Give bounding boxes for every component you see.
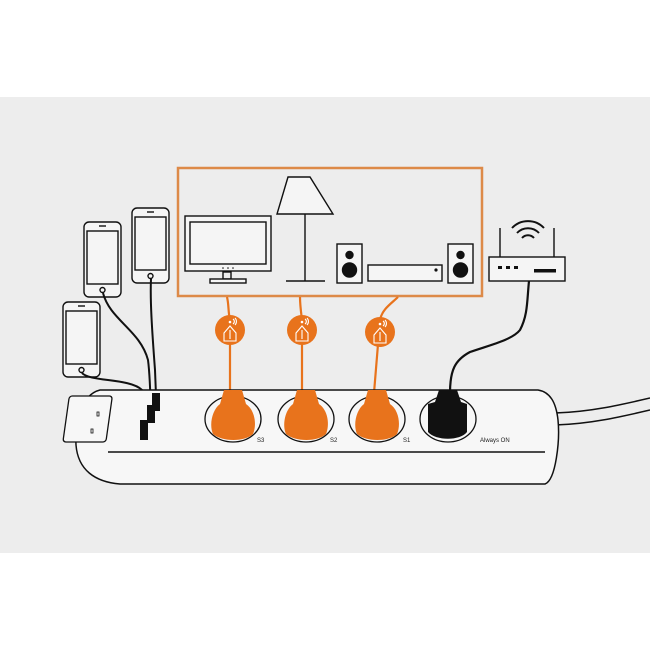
usb-port-bay (62, 395, 113, 443)
phone-2-icon (83, 221, 122, 298)
socket-label-s3: S3 (257, 438, 265, 444)
socket-s1 (348, 390, 406, 443)
usb-plugs (140, 393, 160, 440)
router-cord (448, 280, 531, 394)
socket-s2 (277, 390, 335, 443)
wifi-router-icon (488, 220, 566, 282)
socket-always-on (419, 390, 477, 443)
phone-1-icon (62, 301, 101, 378)
socket-label-s2: S2 (330, 438, 338, 444)
socket-label-s1: S1 (403, 438, 411, 444)
socket-label-always-on: Always ON (480, 438, 510, 444)
smart-badge-s2 (287, 315, 317, 345)
switched-cords (225, 296, 399, 394)
stereo-icon (336, 243, 474, 284)
lamp-icon (276, 176, 335, 282)
smart-badge-s1 (365, 317, 395, 347)
indicator-leds (90, 411, 100, 434)
switched-devices-frame (176, 166, 484, 298)
phone-3-icon (131, 207, 170, 284)
socket-s3 (204, 390, 262, 443)
smart-badge-s3 (215, 315, 245, 345)
tv-icon (184, 215, 272, 284)
